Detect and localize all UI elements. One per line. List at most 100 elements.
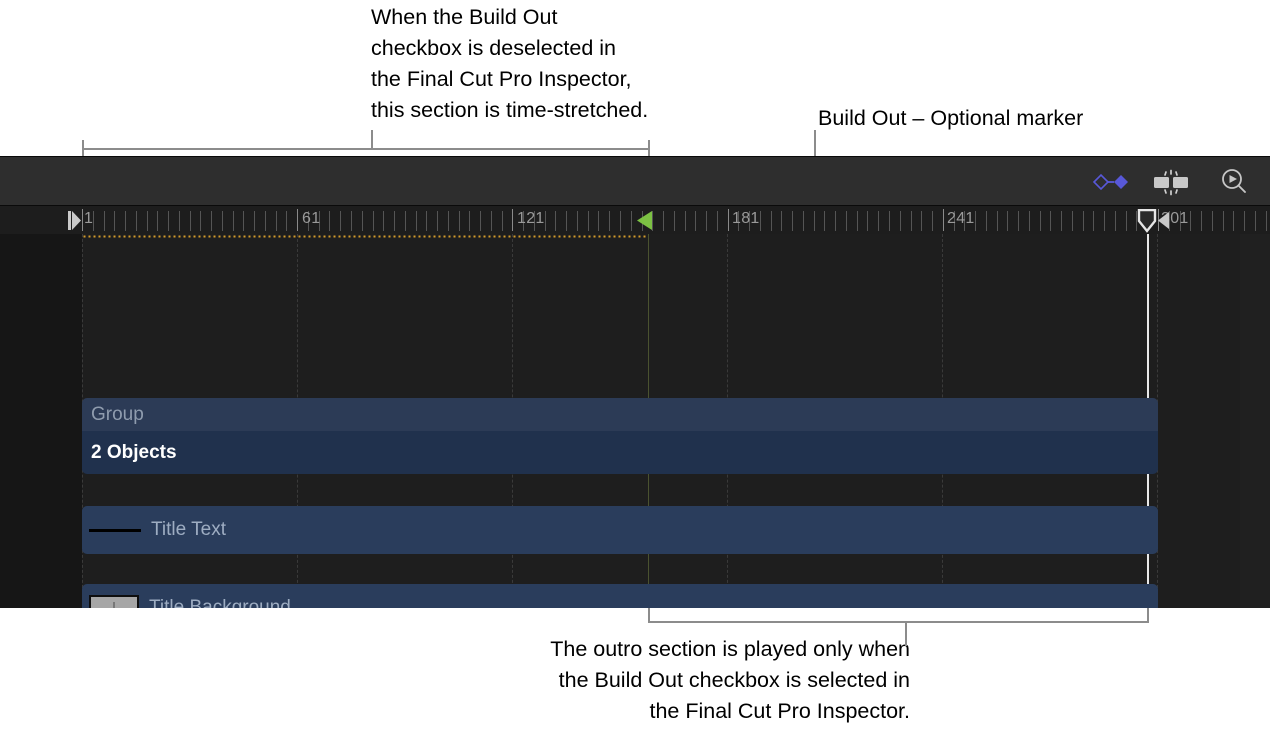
- ruler-label: 181: [732, 210, 760, 227]
- ruler-tick: [426, 211, 427, 231]
- ruler-tick: [986, 211, 987, 231]
- ruler-tick: [319, 211, 320, 231]
- ruler-tick: [781, 211, 782, 231]
- text-line-thumbnail-icon: [89, 528, 141, 532]
- ruler-tick: [566, 211, 567, 231]
- ruler-tick: [685, 211, 686, 231]
- zoom-play-icon[interactable]: [1211, 165, 1257, 199]
- ruler-tick: [286, 211, 287, 231]
- ruler-tick: [706, 211, 707, 231]
- keyframe-icon[interactable]: [1083, 165, 1129, 199]
- ruler-tick: [448, 211, 449, 231]
- ruler-tick: [846, 211, 847, 231]
- ruler-tick: [663, 211, 664, 231]
- ruler-tick: [997, 211, 998, 231]
- ruler-tick: [814, 211, 815, 231]
- ruler-tick: [147, 211, 148, 231]
- layer-label-objects-count: 2 Objects: [91, 441, 177, 463]
- ruler-tick: [104, 211, 105, 231]
- ruler-tick: [459, 211, 460, 231]
- ruler-label: 121: [517, 210, 545, 227]
- ruler-tick: [857, 211, 858, 231]
- ruler-tick: [911, 211, 912, 231]
- ruler-tick: [932, 211, 933, 231]
- ruler-tick: [437, 211, 438, 231]
- ruler-tick: [125, 211, 126, 231]
- ruler-tick-major: [1158, 209, 1159, 231]
- ruler-tick: [265, 211, 266, 231]
- ruler-tick: [1126, 211, 1127, 231]
- down-arrow-thumbnail-icon: [89, 595, 139, 608]
- layer-label-title-background: Title Background: [149, 597, 291, 608]
- ruler-tick: [308, 211, 309, 231]
- ruler-tick: [243, 211, 244, 231]
- ruler-tick: [491, 211, 492, 231]
- ruler-tick: [383, 211, 384, 231]
- ruler-tick: [222, 211, 223, 231]
- layer-clip-group-header[interactable]: Group: [82, 398, 1158, 431]
- play-start-marker[interactable]: [68, 211, 82, 230]
- ruler-tick: [1201, 211, 1202, 231]
- layer-clip-group-body[interactable]: 2 Objects: [82, 431, 1158, 474]
- ruler-tick: [695, 211, 696, 231]
- ruler-tick-major: [297, 209, 298, 231]
- bottom-bracket-stem: [905, 621, 907, 646]
- callout-right-text: Build Out – Optional marker: [818, 106, 1084, 130]
- split-flash-icon[interactable]: [1148, 165, 1194, 199]
- ruler-tick: [93, 211, 94, 231]
- ruler-tick: [792, 211, 793, 231]
- ruler-tick: [1115, 211, 1116, 231]
- timeline-left-gutter: [0, 234, 82, 608]
- ruler-tick: [1018, 211, 1019, 231]
- ruler-tick: [157, 211, 158, 231]
- ruler-tick: [878, 211, 879, 231]
- layer-clip-title-text[interactable]: Title Text: [82, 506, 1158, 554]
- ruler-tick: [598, 211, 599, 231]
- bottom-bracket-horizontal: [648, 621, 1148, 623]
- ruler-tick: [373, 211, 374, 231]
- top-bracket-stem: [371, 130, 373, 149]
- ruler-tick: [867, 211, 868, 231]
- ruler-tick: [233, 211, 234, 231]
- ruler-tick: [1180, 211, 1181, 231]
- callout-top-text: When the Build Out checkbox is deselecte…: [371, 5, 649, 122]
- ruler-tick: [760, 211, 761, 231]
- build-out-marker[interactable]: [636, 211, 653, 230]
- ruler-tick: [588, 211, 589, 231]
- ruler-tick: [674, 211, 675, 231]
- ruler-tick: [900, 211, 901, 231]
- ruler-tick: [555, 211, 556, 231]
- ruler-tick: [749, 211, 750, 231]
- ruler-tick: [921, 211, 922, 231]
- ruler-tick: [631, 211, 632, 231]
- ruler-tick: [179, 211, 180, 231]
- ruler-tick: [1083, 211, 1084, 231]
- ruler-tick: [534, 211, 535, 231]
- ruler-tick: [1061, 211, 1062, 231]
- bottom-bracket-right-tip: [1147, 608, 1149, 623]
- play-range-end-marker[interactable]: [1137, 209, 1171, 233]
- ruler-tick: [190, 211, 191, 231]
- ruler-label: 1: [84, 210, 94, 227]
- ruler-tick: [136, 211, 137, 231]
- ruler-tick-major: [512, 209, 513, 231]
- ruler-tick: [254, 211, 255, 231]
- ruler-tick: [1169, 211, 1170, 231]
- top-bracket-left-tip: [82, 140, 84, 156]
- layer-clip-title-background[interactable]: Title Background: [82, 584, 1158, 608]
- ruler-tick: [200, 211, 201, 231]
- ruler-tick: [1050, 211, 1051, 231]
- ruler-tick: [1029, 211, 1030, 231]
- ruler-tick: [824, 211, 825, 231]
- timeline-right-gutter: [1240, 234, 1270, 608]
- timeline-canvas[interactable]: Group 2 Objects Title Text Title Ba: [0, 234, 1270, 608]
- ruler-tick: [1007, 211, 1008, 231]
- ruler-tick-major: [82, 209, 83, 231]
- ruler-tick: [652, 211, 653, 231]
- ruler-tick: [416, 211, 417, 231]
- ruler-tick: [1040, 211, 1041, 231]
- layer-label-group: Group: [91, 403, 144, 425]
